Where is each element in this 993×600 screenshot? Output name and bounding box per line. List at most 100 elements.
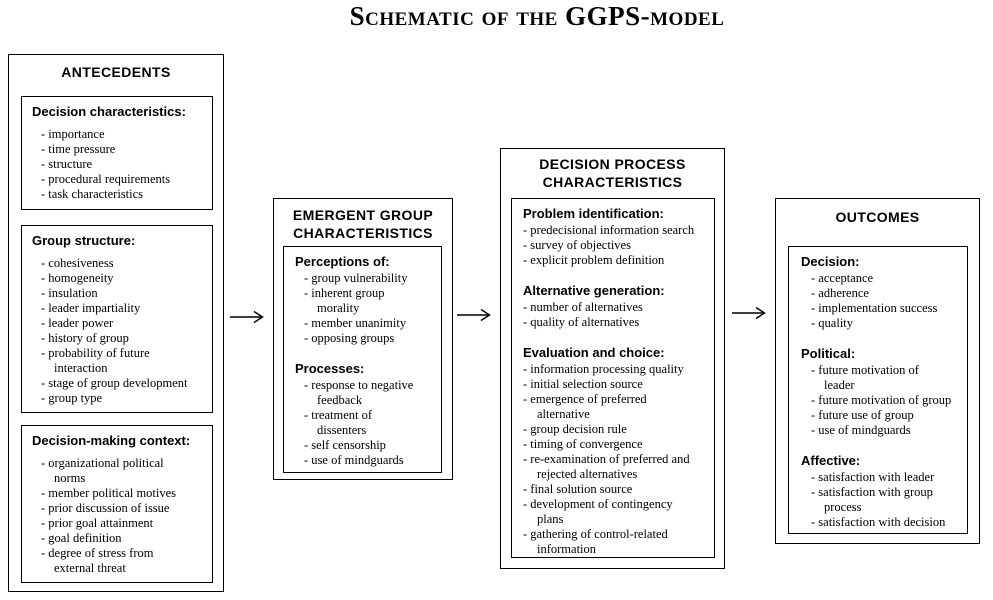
list-item: prior goal attainment: [22, 516, 212, 531]
perceptions-items: group vulnerabilityinherent group morali…: [284, 271, 441, 346]
problem-identification-heading: Problem identification:: [523, 206, 664, 221]
list-item: time pressure: [22, 142, 212, 157]
list-item: survey of objectives: [512, 238, 714, 253]
arrow-right-icon: [230, 310, 264, 324]
list-item: group type: [22, 391, 212, 406]
list-item: group decision rule: [512, 422, 714, 437]
list-item: importance: [22, 127, 212, 142]
decision-making-context-box: Decision-making context: organizational …: [21, 425, 213, 583]
affective-outcomes-heading: Affective:: [801, 453, 861, 468]
emergent-group-header-line1: EMERGENT GROUP: [292, 207, 434, 223]
list-item: treatment of dissenters: [284, 408, 441, 438]
list-item: adherence: [789, 286, 967, 301]
emergent-group-header-line2: CHARACTERISTICS: [293, 225, 433, 241]
decision-outcomes-items: acceptanceadherenceimplementation succes…: [789, 271, 967, 331]
decision-process-inner-box: Problem identification: predecisional in…: [511, 198, 715, 558]
group-structure-items: cohesivenesshomogeneityinsulationleader …: [22, 256, 212, 406]
processes-heading: Processes:: [295, 361, 365, 376]
list-item: future motivation of group: [789, 393, 967, 408]
evaluation-and-choice-items: information processing qualityinitial se…: [512, 362, 714, 557]
list-item: use of mindguards: [789, 423, 967, 438]
list-item: leader impartiality: [22, 301, 212, 316]
list-item: use of mindguards: [284, 453, 441, 468]
processes-items: response to negative feedbacktreatment o…: [284, 378, 441, 468]
evaluation-and-choice-heading: Evaluation and choice:: [523, 345, 665, 360]
list-item: procedural requirements: [22, 172, 212, 187]
list-item: structure: [22, 157, 212, 172]
decision-making-context-items: organizational political normsmember pol…: [22, 456, 212, 576]
flow-arrow-process-to-outcomes: [731, 306, 771, 320]
list-item: re-examination of preferred and rejected…: [512, 452, 714, 482]
list-item: group vulnerability: [284, 271, 441, 286]
list-item: insulation: [22, 286, 212, 301]
list-item: goal definition: [22, 531, 212, 546]
list-item: number of alternatives: [512, 300, 714, 315]
list-item: prior discussion of issue: [22, 501, 212, 516]
list-item: response to negative feedback: [284, 378, 441, 408]
affective-outcomes-items: satisfaction with leadersatisfaction wit…: [789, 470, 967, 530]
list-item: probability of future interaction: [22, 346, 212, 376]
list-item: future use of group: [789, 408, 967, 423]
decision-characteristics-box: Decision characteristics: importancetime…: [21, 96, 213, 210]
decision-process-header: DECISION PROCESS CHARACTERISTICS: [501, 149, 724, 191]
list-item: self censorship: [284, 438, 441, 453]
list-item: initial selection source: [512, 377, 714, 392]
political-outcomes-items: future motivation of leaderfuture motiva…: [789, 363, 967, 438]
decision-process-box: DECISION PROCESS CHARACTERISTICS Problem…: [500, 148, 725, 569]
decision-outcomes-heading: Decision:: [801, 254, 860, 269]
decision-characteristics-items: importancetime pressurestructureprocedur…: [22, 127, 212, 202]
alternative-generation-heading: Alternative generation:: [523, 283, 665, 298]
decision-process-header-line2: CHARACTERISTICS: [542, 174, 683, 190]
outcomes-inner-box: Decision: acceptanceadherenceimplementat…: [788, 246, 968, 534]
list-item: quality of alternatives: [512, 315, 714, 330]
group-structure-box: Group structure: cohesivenesshomogeneity…: [21, 225, 213, 413]
list-item: predecisional information search: [512, 223, 714, 238]
list-item: quality: [789, 316, 967, 331]
group-structure-heading: Group structure:: [32, 233, 136, 248]
list-item: satisfaction with group process: [789, 485, 967, 515]
list-item: leader power: [22, 316, 212, 331]
arrow-right-icon: [457, 308, 491, 322]
list-item: member unanimity: [284, 316, 441, 331]
decision-making-context-heading: Decision-making context:: [32, 433, 191, 448]
list-item: stage of group development: [22, 376, 212, 391]
list-item: task characteristics: [22, 187, 212, 202]
list-item: history of group: [22, 331, 212, 346]
emergent-group-box: EMERGENT GROUP CHARACTERISTICS Perceptio…: [273, 198, 453, 480]
list-item: satisfaction with decision: [789, 515, 967, 530]
list-item: degree of stress from external threat: [22, 546, 212, 576]
list-item: future motivation of leader: [789, 363, 967, 393]
list-item: development of contingency plans: [512, 497, 714, 527]
list-item: information processing quality: [512, 362, 714, 377]
list-item: member political motives: [22, 486, 212, 501]
list-item: emergence of preferred alternative: [512, 392, 714, 422]
emergent-group-inner-box: Perceptions of: group vulnerabilityinher…: [283, 246, 442, 473]
list-item: acceptance: [789, 271, 967, 286]
emergent-group-header: EMERGENT GROUP CHARACTERISTICS: [274, 199, 452, 242]
list-item: explicit problem definition: [512, 253, 714, 268]
list-item: opposing groups: [284, 331, 441, 346]
list-item: final solution source: [512, 482, 714, 497]
outcomes-box: OUTCOMES Decision: acceptanceadherenceim…: [775, 198, 980, 544]
antecedents-box: ANTECEDENTS Decision characteristics: im…: [8, 54, 224, 592]
decision-process-header-line1: DECISION PROCESS: [539, 156, 686, 172]
perceptions-heading: Perceptions of:: [295, 254, 390, 269]
list-item: homogeneity: [22, 271, 212, 286]
political-outcomes-heading: Political:: [801, 346, 856, 361]
list-item: satisfaction with leader: [789, 470, 967, 485]
problem-identification-items: predecisional information searchsurvey o…: [512, 223, 714, 268]
flow-arrow-antecedents-to-emergent: [229, 310, 269, 324]
diagram-title: Schematic of the GGPS-model: [349, 1, 725, 31]
list-item: implementation success: [789, 301, 967, 316]
antecedents-header: ANTECEDENTS: [61, 64, 171, 80]
outcomes-header: OUTCOMES: [835, 209, 920, 225]
list-item: gathering of control-related information: [512, 527, 714, 557]
decision-characteristics-heading: Decision characteristics:: [32, 104, 186, 119]
list-item: organizational political norms: [22, 456, 212, 486]
list-item: cohesiveness: [22, 256, 212, 271]
list-item: inherent group morality: [284, 286, 441, 316]
arrow-right-icon: [732, 306, 766, 320]
alternative-generation-items: number of alternativesquality of alterna…: [512, 300, 714, 330]
list-item: timing of convergence: [512, 437, 714, 452]
